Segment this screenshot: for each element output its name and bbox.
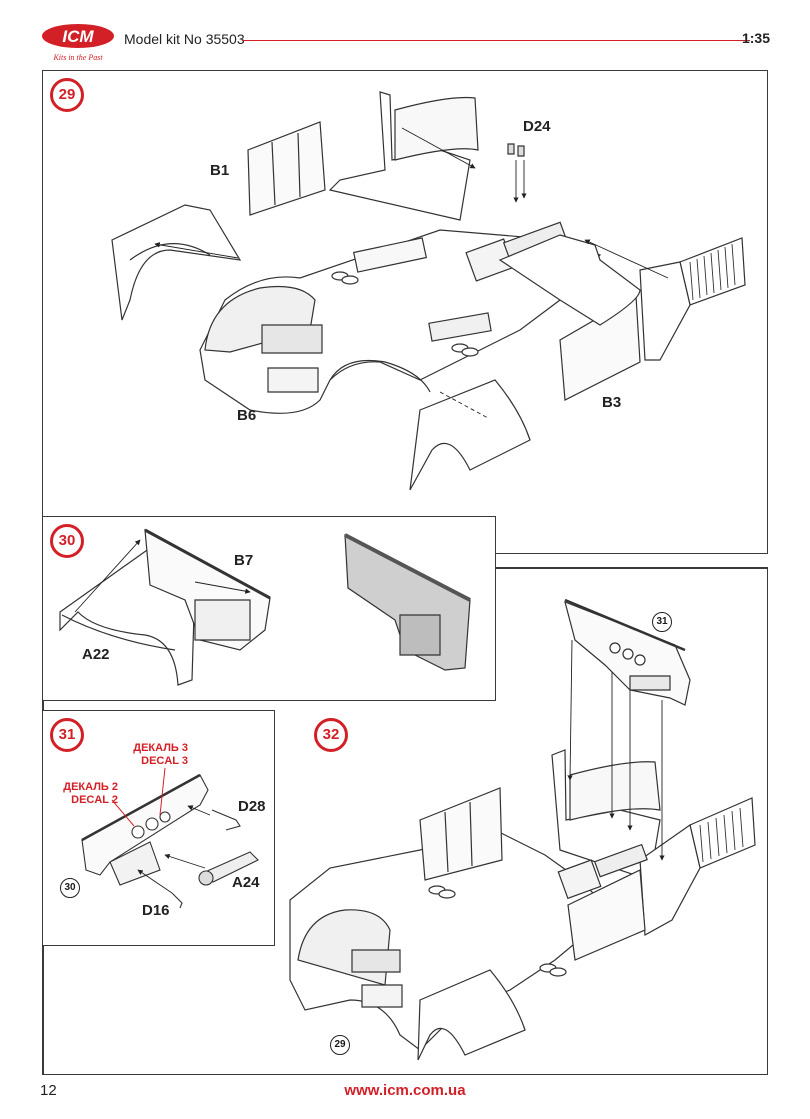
step-32-panel bbox=[42, 567, 768, 1075]
part-d16 bbox=[172, 893, 182, 908]
page-number: 12 bbox=[40, 1082, 57, 1099]
label-b1: B1 bbox=[210, 162, 230, 179]
header-rule bbox=[242, 40, 750, 41]
label-d28: D28 bbox=[238, 798, 266, 815]
model-kit-title: Model kit No 35503 bbox=[124, 31, 245, 47]
decal-2-ru: ДЕКАЛЬ 2 bbox=[63, 781, 118, 793]
label-a22: A22 bbox=[82, 646, 110, 663]
step-32-badge: 32 bbox=[314, 718, 348, 752]
ref-step-31: 31 bbox=[652, 612, 672, 632]
step-29-drawing bbox=[112, 92, 745, 490]
label-b7: B7 bbox=[234, 552, 254, 569]
svg-text:Kits in the Past: Kits in the Past bbox=[52, 53, 103, 62]
part-d28 bbox=[212, 810, 240, 830]
step-32-top-border bbox=[496, 567, 768, 569]
decal-2-en: DECAL 2 bbox=[71, 794, 118, 806]
step-30-arrows bbox=[75, 539, 251, 612]
scale-label: 1:35 bbox=[741, 30, 770, 46]
dashboard bbox=[82, 775, 208, 875]
label-d16: D16 bbox=[142, 902, 170, 919]
step-29-badge: 29 bbox=[50, 78, 84, 112]
label-d24: D24 bbox=[523, 118, 551, 135]
step-30-badge: 30 bbox=[50, 524, 84, 558]
step-32-arrows bbox=[567, 640, 665, 861]
step-31-badge: 31 bbox=[50, 718, 84, 752]
decal-2-label: ДЕКАЛЬ 2 DECAL 2 bbox=[56, 781, 118, 807]
part-b1 bbox=[248, 122, 325, 215]
decal-3-ru: ДЕКАЛЬ 3 bbox=[133, 742, 188, 754]
ref-step-29: 29 bbox=[330, 1035, 350, 1055]
label-a24: A24 bbox=[232, 874, 260, 891]
decal-3-label: ДЕКАЛЬ 3 DECAL 3 bbox=[128, 742, 188, 768]
step-31-arrows bbox=[112, 768, 210, 893]
decal-3-en: DECAL 3 bbox=[141, 755, 188, 767]
label-b3: B3 bbox=[602, 394, 622, 411]
label-b6: B6 bbox=[237, 407, 257, 424]
website-link[interactable]: www.icm.com.ua bbox=[344, 1082, 466, 1099]
step-29-arrows bbox=[154, 128, 668, 418]
ref-step-30: 30 bbox=[60, 878, 80, 898]
step-32-drawing bbox=[290, 600, 755, 1060]
step-31-drawing bbox=[82, 775, 258, 908]
step-30-drawing bbox=[60, 530, 470, 685]
icm-logo: ICM Kits in the Past bbox=[42, 24, 114, 62]
svg-text:ICM: ICM bbox=[62, 27, 94, 46]
